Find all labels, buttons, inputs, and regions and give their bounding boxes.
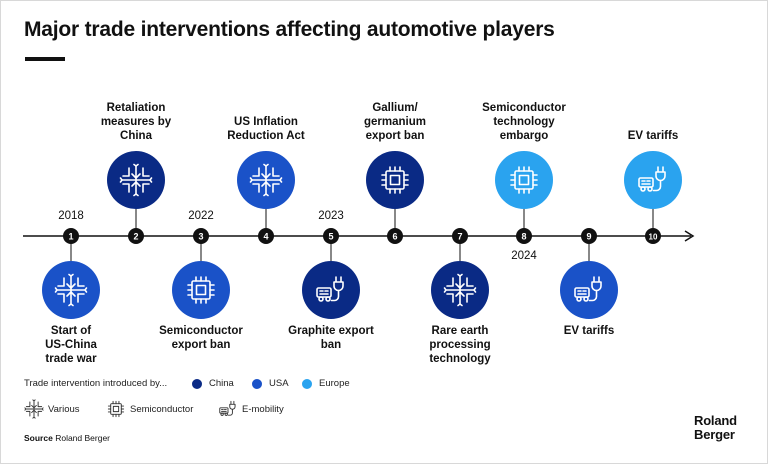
event-node: 7: [452, 228, 468, 244]
event-label: EV tariffs: [627, 130, 679, 142]
event-node: 9: [581, 228, 597, 244]
year-label: 2022: [188, 210, 214, 222]
event-label: EV tariffs: [563, 325, 615, 337]
legend-dot-china: [192, 379, 202, 389]
various-icon: [249, 163, 283, 197]
year-label: 2018: [58, 210, 84, 222]
emobility-icon: [636, 163, 670, 197]
year-label: 2024: [511, 250, 537, 262]
event-number: 8: [521, 232, 526, 242]
event-node: 3: [193, 228, 209, 244]
event-node-dot: [193, 228, 209, 244]
event-node-dot: [516, 228, 532, 244]
legend-intro: Trade intervention introduced by...: [24, 378, 168, 389]
event-node: 10: [645, 228, 661, 244]
event-node: 6: [387, 228, 403, 244]
event-node: 5: [323, 228, 339, 244]
semiconductor-icon: [184, 273, 218, 307]
event-number: 4: [263, 232, 268, 242]
event-badge-usa: [42, 261, 100, 319]
event-node-dot: [258, 228, 274, 244]
emobility-icon: [314, 273, 348, 307]
various-icon: [54, 273, 88, 307]
event-number: 3: [198, 232, 203, 242]
event-number: 7: [457, 232, 462, 242]
year-label: 2023: [318, 210, 344, 222]
event-badge-usa: [560, 261, 618, 319]
legend-category-label: Various: [48, 404, 80, 415]
legend-label-europe: Europe: [319, 378, 350, 389]
event-node: 2: [128, 228, 144, 244]
event-badge-usa: [237, 151, 295, 209]
legend-label-usa: USA: [269, 378, 289, 389]
event-node-dot: [581, 228, 597, 244]
legend-label-china: China: [209, 378, 234, 389]
logo-line-2: Berger: [694, 427, 735, 442]
event-badge-china: [366, 151, 424, 209]
legend-dot-europe: [302, 379, 312, 389]
event-node-dot: [645, 228, 661, 244]
event-node-dot: [323, 228, 339, 244]
timeline-arrowhead: [684, 230, 695, 242]
roland-berger-logo: Roland Berger: [694, 414, 737, 442]
source-text: Roland Berger: [55, 433, 111, 443]
title-underline: [25, 57, 65, 61]
event-node-dot: [452, 228, 468, 244]
event-badge-china: [302, 261, 360, 319]
event-number: 1: [68, 232, 73, 242]
event-badge-europe: [495, 151, 553, 209]
source-prefix: Source: [24, 433, 53, 443]
semiconductor-icon: [106, 399, 126, 419]
semiconductor-icon: [378, 163, 412, 197]
event-node: 4: [258, 228, 274, 244]
emobility-icon: [572, 273, 606, 307]
semiconductor-icon: [507, 163, 541, 197]
event-badge-europe: [624, 151, 682, 209]
various-icon: [443, 273, 477, 307]
event-badge-china: [431, 261, 489, 319]
various-icon: [24, 399, 44, 419]
event-node: 8: [516, 228, 532, 244]
legend-category-label: E-mobility: [242, 404, 284, 415]
event-badge-usa: [172, 261, 230, 319]
page-title: Major trade interventions affecting auto…: [24, 18, 555, 41]
source-note: Source Roland Berger: [24, 433, 110, 443]
emobility-icon: [218, 399, 238, 419]
event-node-dot: [63, 228, 79, 244]
legend-category-label: Semiconductor: [130, 404, 194, 415]
event-number: 5: [328, 232, 333, 242]
event-number: 10: [649, 233, 658, 242]
event-node-dot: [387, 228, 403, 244]
legend-dot-usa: [252, 379, 262, 389]
event-number: 6: [392, 232, 397, 242]
event-node-dot: [128, 228, 144, 244]
event-number: 9: [586, 232, 591, 242]
event-badge-china: [107, 151, 165, 209]
event-number: 2: [133, 232, 138, 242]
logo-line-1: Roland: [694, 413, 737, 428]
event-node: 1: [63, 228, 79, 244]
various-icon: [119, 163, 153, 197]
